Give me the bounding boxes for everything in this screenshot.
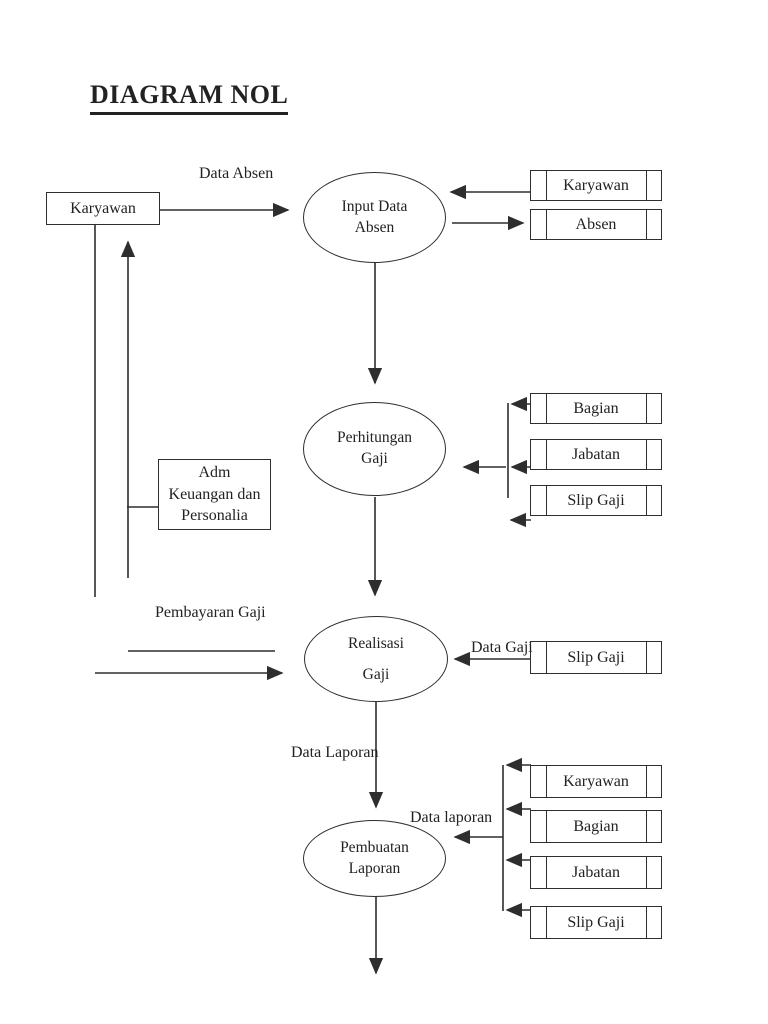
datastore-karyawan-2: Karyawan: [530, 765, 662, 798]
flow-label-data-gaji: Data Gaji: [471, 639, 533, 656]
entity-karyawan: Karyawan: [46, 192, 160, 225]
flow-label-data-absen: Data Absen: [199, 165, 274, 182]
process-pembuatan-laporan: Pembuatan Laporan: [303, 820, 446, 897]
datastore-karyawan-1: Karyawan: [530, 170, 662, 201]
datastore-jabatan-1: Jabatan: [530, 439, 662, 470]
process-input-data-absen: Input Data Absen: [303, 172, 446, 263]
entity-adm-keuangan-personalia: Adm Keuangan dan Personalia: [158, 459, 271, 530]
process-perhitungan-gaji: Perhitungan Gaji: [303, 402, 446, 496]
datastore-slip-gaji-1: Slip Gaji: [530, 485, 662, 516]
flow-label-pembayaran-gaji: Pembayaran Gaji: [155, 604, 266, 621]
flow-label-data-laporan: Data Laporan: [291, 744, 379, 761]
datastore-absen: Absen: [530, 209, 662, 240]
datastore-bagian-2: Bagian: [530, 810, 662, 843]
datastore-jabatan-2: Jabatan: [530, 856, 662, 889]
datastore-bagian-1: Bagian: [530, 393, 662, 424]
datastore-slip-gaji-2: Slip Gaji: [530, 641, 662, 674]
page-title: DIAGRAM NOL: [90, 80, 289, 115]
flow-label-data-laporan-2: Data laporan: [410, 809, 493, 826]
datastore-slip-gaji-3: Slip Gaji: [530, 906, 662, 939]
process-realisasi-gaji: Realisasi Gaji: [304, 616, 448, 702]
